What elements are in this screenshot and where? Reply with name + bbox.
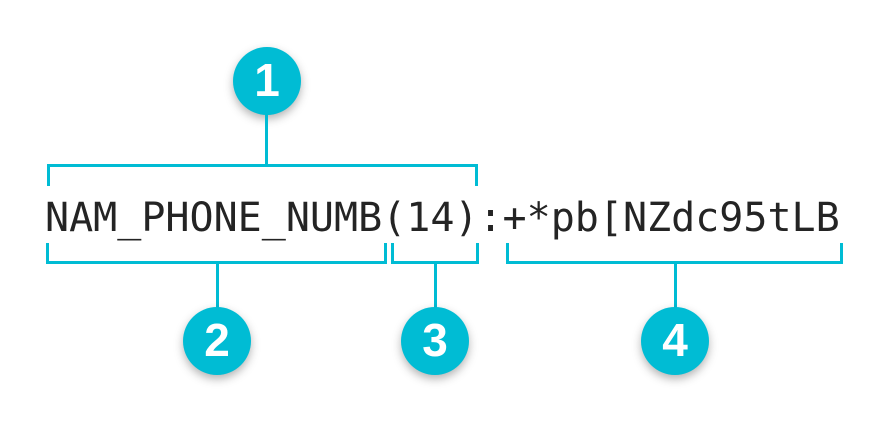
- callout-1-connector-line: [265, 113, 268, 166]
- callout-2-connector-line: [216, 261, 219, 308]
- callout-1-badge: 1: [233, 47, 301, 115]
- callout-2-badge: 2: [183, 307, 251, 375]
- callout-2-number: 2: [204, 314, 230, 366]
- callout-3-number: 3: [422, 314, 448, 366]
- callout-4-connector-line: [674, 261, 677, 308]
- callout-1-number: 1: [254, 54, 280, 106]
- callout-3-connector-line: [434, 261, 437, 308]
- bracket-full-field-name: [47, 164, 478, 186]
- callout-4-number: 4: [662, 314, 688, 366]
- callout-3-badge: 3: [401, 307, 469, 375]
- code-string: NAM_PHONE_NUMB(14):+*pb[NZdc95tLB: [45, 195, 840, 241]
- callout-4-badge: 4: [641, 307, 709, 375]
